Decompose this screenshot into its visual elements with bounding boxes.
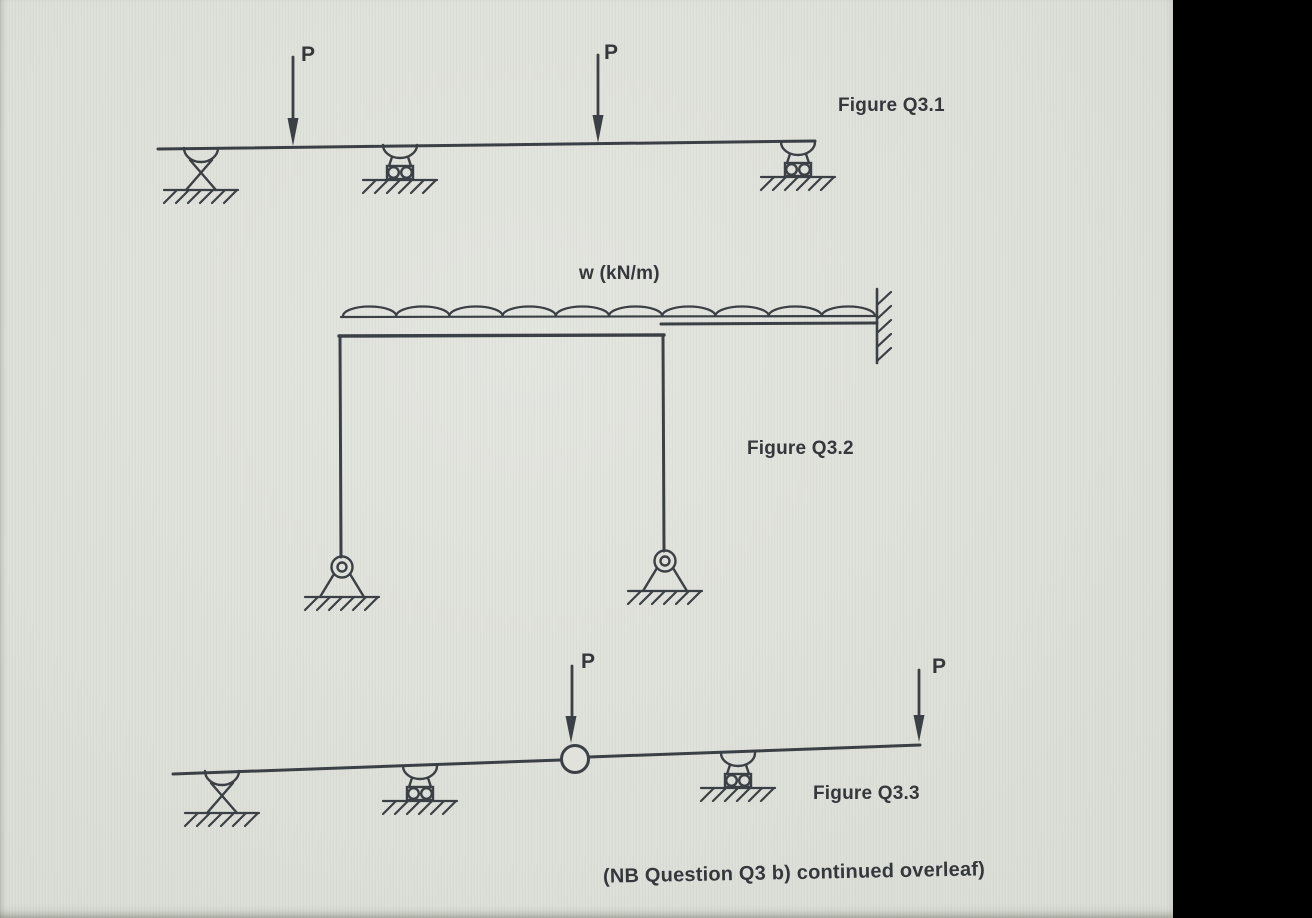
load-reference-line	[339, 314, 878, 319]
distributed-load-label: w (kN/m)	[579, 263, 660, 284]
point-load-label-q33-tip: P	[932, 655, 947, 678]
beam-q33-right-segment	[587, 743, 922, 759]
load-arrow-q33-tip	[913, 668, 925, 742]
roller-support-q33-mid	[383, 766, 457, 814]
fixed-wall-support	[875, 287, 893, 365]
screen-black-margin	[1173, 0, 1312, 918]
paper-sheet: P P Figure Q3.1 w (kN/m) Figure Q3.2 P P…	[0, 0, 1173, 918]
figure-q32-caption: Figure Q3.2	[747, 438, 854, 459]
point-load-label-q33-hinge: P	[581, 650, 596, 673]
load-arrow-q31-left	[287, 55, 299, 146]
roller-support-q33-right	[701, 753, 775, 801]
frame-top-member	[337, 333, 666, 338]
beam-q33-left-segment	[171, 758, 563, 776]
internal-hinge	[560, 744, 590, 774]
point-load-label-q31-left: P	[301, 43, 316, 66]
load-arrow-q33-hinge	[565, 664, 577, 743]
beam-q32-right-segment	[659, 321, 879, 326]
figure-q32-diagram	[305, 287, 893, 611]
frame-left-column	[338, 334, 343, 559]
structural-diagrams	[156, 53, 925, 918]
roller-support-q31-right	[761, 142, 835, 190]
figure-q31-diagram	[156, 53, 835, 203]
distributed-load-humps	[341, 305, 877, 318]
beam-q31	[156, 139, 817, 151]
pin-support-q33	[185, 771, 259, 826]
roller-support-q31-mid	[363, 145, 437, 193]
figure-q33-diagram	[171, 664, 925, 826]
pinned-base-support-right	[628, 551, 702, 605]
pinned-base-support-left	[305, 557, 379, 611]
figure-q31-caption: Figure Q3.1	[838, 95, 945, 116]
load-arrow-q31-right	[592, 53, 604, 143]
point-load-label-q31-right: P	[604, 41, 619, 64]
frame-right-column	[661, 333, 666, 553]
pin-support-q31	[164, 148, 238, 203]
figure-q33-caption: Figure Q3.3	[813, 783, 920, 804]
